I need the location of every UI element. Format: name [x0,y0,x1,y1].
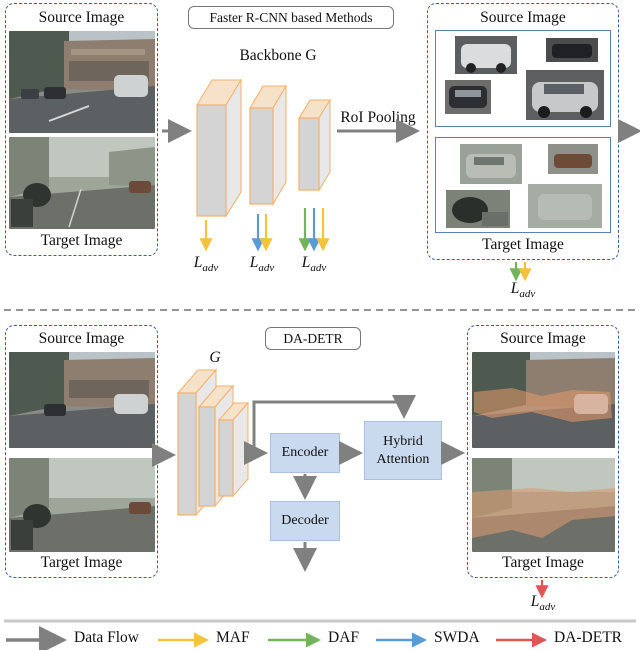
loss-adv-maf-top: Ladv [184,254,228,274]
top-source-image-label: Source Image [38,9,125,26]
bottom-output-target-label: Target Image [502,554,584,571]
bottom-output-target-image [472,458,615,552]
roi-crop-car-4 [526,70,604,120]
roi-source-crops-frame [435,30,611,127]
top-input-images-box [5,3,158,256]
bottom-output-box [467,325,619,578]
top-target-image [9,137,155,229]
loss-symbol: L [510,280,520,297]
roi-pooling-label: RoI Pooling [340,109,416,126]
roi-crop-car-3 [445,80,491,114]
loss-symbol: L [301,254,311,271]
top-method-title: Faster R-CNN based Methods [188,6,394,29]
loss-subscript: adv [258,262,275,274]
roi-crop-target-3 [446,190,510,228]
g-feature-block-3 [217,401,250,498]
backbone-feature-block-2 [249,84,287,206]
loss-symbol: L [249,254,259,271]
backbone-feature-block-3 [298,98,331,192]
loss-subscript: adv [310,262,327,274]
roi-crop-target-2 [548,144,598,174]
g-feature-block-1 [176,368,218,517]
bottom-source-image-label: Source Image [38,330,125,347]
loss-symbol: L [193,254,203,271]
top-target-image-label: Target Image [40,232,123,249]
loss-subscript: adv [519,288,536,300]
g-feature-block-2 [197,384,235,508]
loss-adv-swda-top: Ladv [240,254,284,274]
loss-adv-daf-top: Ladv [292,254,336,274]
roi-target-crops-frame [435,137,611,233]
roi-crop-target-1 [460,144,522,184]
bottom-method-title: DA-DETR [265,327,361,350]
roi-crop-car-1 [455,36,517,74]
hybrid-label-line2: Attention [376,451,430,467]
bottom-target-image [9,458,155,552]
bottom-target-image-label: Target Image [40,554,123,571]
loss-subscript: adv [202,262,219,274]
encoder-block: Encoder [270,433,340,473]
bottom-output-source-image [472,352,615,448]
legend-label-daf: DAF [328,629,360,646]
roi-crop-car-2 [546,38,598,62]
hybrid-attention-block: Hybrid Attention [364,421,442,480]
legend-label-da-detr: DA-DETR [554,629,623,646]
legend-label-swda: SWDA [434,629,480,646]
legend-label-maf: MAF [216,629,250,646]
backbone-label: Backbone G [228,47,328,65]
bottom-output-source-label: Source Image [500,330,586,347]
loss-adv-instance-top: Ladv [498,280,548,300]
g-label: G [209,349,221,366]
backbone-feature-block-1 [196,78,242,218]
loss-adv-da-detr: Ladv [516,593,570,613]
top-roi-target-label: Target Image [482,236,564,253]
top-source-image [9,31,155,133]
backbone-label-text: Backbone G [239,47,317,64]
roi-crop-target-4 [528,184,602,228]
decoder-block: Decoder [270,501,340,541]
hybrid-label-line1: Hybrid [383,433,423,449]
bottom-source-image [9,352,155,448]
legend-label-data-flow: Data Flow [74,629,140,646]
loss-symbol: L [530,593,540,610]
loss-subscript: adv [539,601,556,613]
top-roi-source-label: Source Image [480,9,566,26]
